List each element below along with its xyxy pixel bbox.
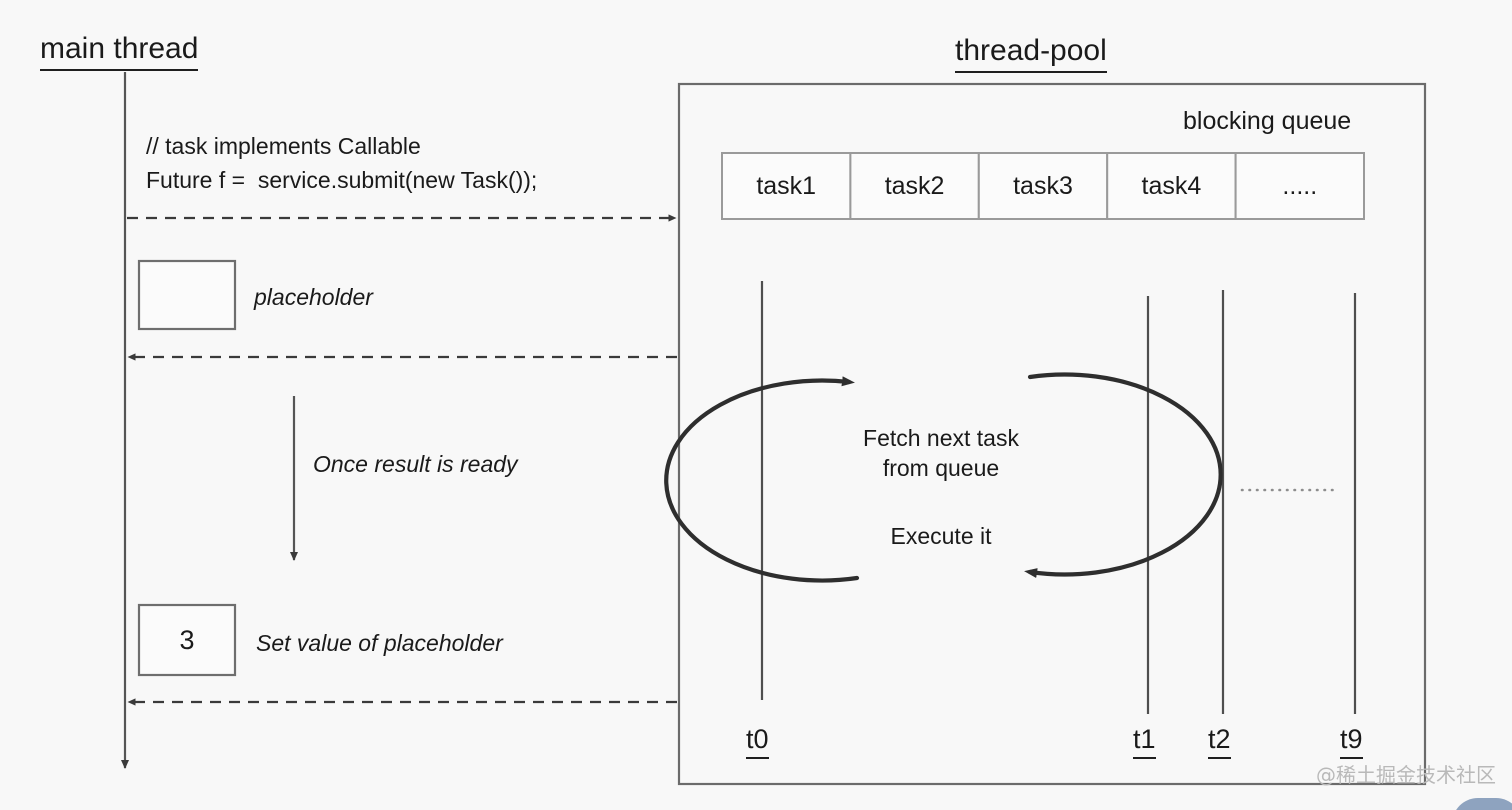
- thread-pool-title: thread-pool: [955, 32, 1107, 73]
- main-thread-title: main thread: [40, 30, 199, 71]
- code-submit-line: Future f = service.submit(new Task());: [146, 167, 538, 193]
- watermark: @稀土掘金技术社区: [1316, 763, 1496, 787]
- cycle-line-2: from queue: [882, 455, 1000, 481]
- queue-cell-0: task1: [756, 171, 817, 200]
- queue-cell-1: task2: [884, 171, 945, 200]
- cycle-arc-right: [1024, 372, 1223, 578]
- corner-decoration: [1452, 798, 1512, 810]
- queue-cell-2: task3: [1013, 171, 1073, 200]
- result-box-value: 3: [179, 624, 195, 655]
- once-result-ready-label: Once result is ready: [313, 451, 518, 477]
- cycle-line-1: Fetch next task: [863, 425, 1019, 451]
- placeholder-box-value: [139, 261, 235, 329]
- blocking-queue-title: blocking queue: [1183, 107, 1352, 135]
- queue-cell-3: task4: [1141, 171, 1202, 200]
- worker-thread-lines: [760, 281, 1357, 714]
- placeholder-label: placeholder: [254, 284, 373, 310]
- thread-tick-t1: t1: [1133, 723, 1156, 759]
- thread-tick-t2: t2: [1208, 723, 1231, 759]
- queue-cell-4: .....: [1282, 171, 1318, 200]
- thread-tick-t0: t0: [746, 723, 769, 759]
- cycle-arc-left: [664, 376, 860, 583]
- thread-tick-t9: t9: [1340, 723, 1363, 759]
- code-comment: // task implements Callable: [146, 133, 421, 159]
- set-value-label: Set value of placeholder: [256, 630, 503, 656]
- cycle-line-3: Execute it: [890, 523, 992, 549]
